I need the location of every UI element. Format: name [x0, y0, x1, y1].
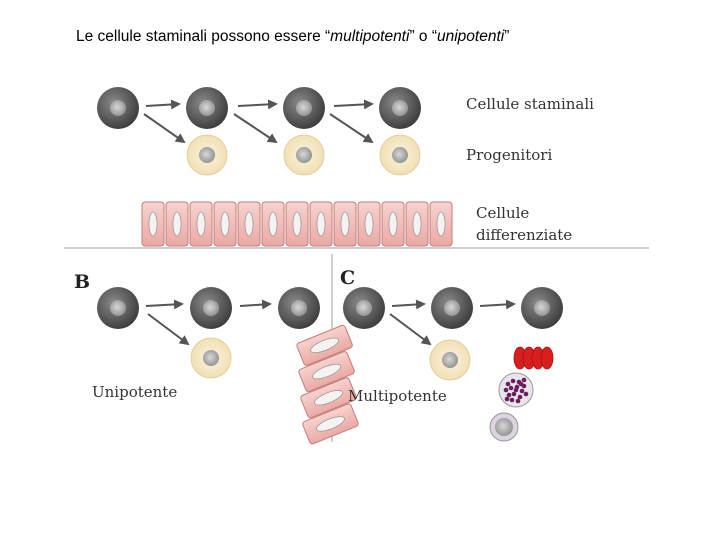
- stem-cell: [521, 287, 563, 329]
- panel-a: Cellule staminali Progenitori Cellule di…: [97, 87, 594, 247]
- differentiated-cell: [189, 201, 213, 247]
- label-differentiated-line1: Cellule: [476, 204, 529, 222]
- panel-b: B: [74, 271, 359, 445]
- red-blood-cell: [540, 346, 554, 370]
- granule: [506, 392, 512, 398]
- granule: [511, 391, 517, 397]
- title-prefix: Le cellule staminali possono essere “: [76, 28, 331, 45]
- progenitor-cell: [379, 134, 421, 176]
- panel-letter-c: C: [340, 267, 355, 289]
- differentiated-cell: [141, 201, 165, 247]
- granule: [508, 385, 514, 391]
- differentiated-cells-row: [141, 201, 453, 247]
- differentiated-cell: [296, 324, 353, 366]
- differentiated-cell: [213, 201, 237, 247]
- arrow: [143, 113, 186, 144]
- stem-cell-potency-diagram: Cellule staminali Progenitori Cellule di…: [64, 87, 649, 445]
- stem-cell: [379, 87, 421, 129]
- arrow: [145, 299, 184, 310]
- granule: [509, 397, 515, 403]
- stem-cell: [186, 87, 228, 129]
- arrow: [239, 299, 272, 310]
- differentiated-cell: [261, 201, 285, 247]
- progenitor-cell: [186, 134, 228, 176]
- panel-letter-b: B: [74, 271, 90, 293]
- mononuclear-cell: [489, 412, 519, 442]
- title-term-unipotenti: unipotenti: [437, 28, 505, 45]
- panel-c: C: [340, 267, 563, 442]
- arrow: [147, 313, 190, 346]
- granule: [515, 398, 521, 404]
- arrow: [237, 99, 278, 110]
- differentiated-cells-stack: [296, 324, 359, 445]
- stem-cell: [431, 287, 473, 329]
- progenitor-cell: [283, 134, 325, 176]
- progenitor-cell: [429, 339, 471, 381]
- differentiated-cell: [429, 201, 453, 247]
- differentiated-cell: [333, 201, 357, 247]
- stem-cell: [97, 87, 139, 129]
- granule: [503, 387, 509, 393]
- arrow: [329, 113, 374, 144]
- arrow: [391, 299, 426, 310]
- differentiated-cell: [300, 377, 357, 419]
- slide-title: Le cellule staminali possono essere “mul…: [76, 28, 509, 46]
- label-stem-cells: Cellule staminali: [466, 95, 594, 113]
- granule: [505, 381, 511, 387]
- differentiated-cell: [405, 201, 429, 247]
- stem-cell: [283, 87, 325, 129]
- granule: [510, 378, 516, 384]
- label-unipotent: Unipotente: [92, 383, 177, 401]
- stem-cell: [190, 287, 232, 329]
- granule: [513, 387, 519, 393]
- label-multipotent: Multipotente: [348, 387, 447, 405]
- stem-cell: [343, 287, 385, 329]
- granulocyte: [498, 372, 534, 408]
- differentiated-cell: [302, 403, 359, 445]
- granule: [523, 391, 529, 397]
- arrow: [389, 313, 432, 346]
- differentiated-cell: [237, 201, 261, 247]
- differentiated-cell: [309, 201, 333, 247]
- differentiated-cell: [357, 201, 381, 247]
- differentiated-cell: [298, 351, 355, 393]
- differentiated-cell: [381, 201, 405, 247]
- arrow: [479, 299, 516, 310]
- differentiated-cell: [165, 201, 189, 247]
- arrow: [233, 113, 278, 144]
- granule: [504, 396, 510, 402]
- granule: [518, 381, 524, 387]
- stem-cell: [97, 287, 139, 329]
- arrow: [333, 99, 374, 110]
- granule: [519, 388, 525, 394]
- progenitor-cell: [190, 337, 232, 379]
- granule: [521, 377, 527, 383]
- label-differentiated-line2: differenziate: [476, 226, 572, 244]
- differentiated-cell: [285, 201, 309, 247]
- red-blood-cells: [513, 346, 554, 370]
- label-progenitors: Progenitori: [466, 146, 552, 164]
- title-middle: ” o “: [409, 28, 437, 45]
- stem-cell: [278, 287, 320, 329]
- arrow: [145, 99, 181, 110]
- granule: [517, 394, 523, 400]
- title-term-multipotenti: multipotenti: [330, 28, 410, 45]
- title-suffix: ”: [504, 28, 510, 45]
